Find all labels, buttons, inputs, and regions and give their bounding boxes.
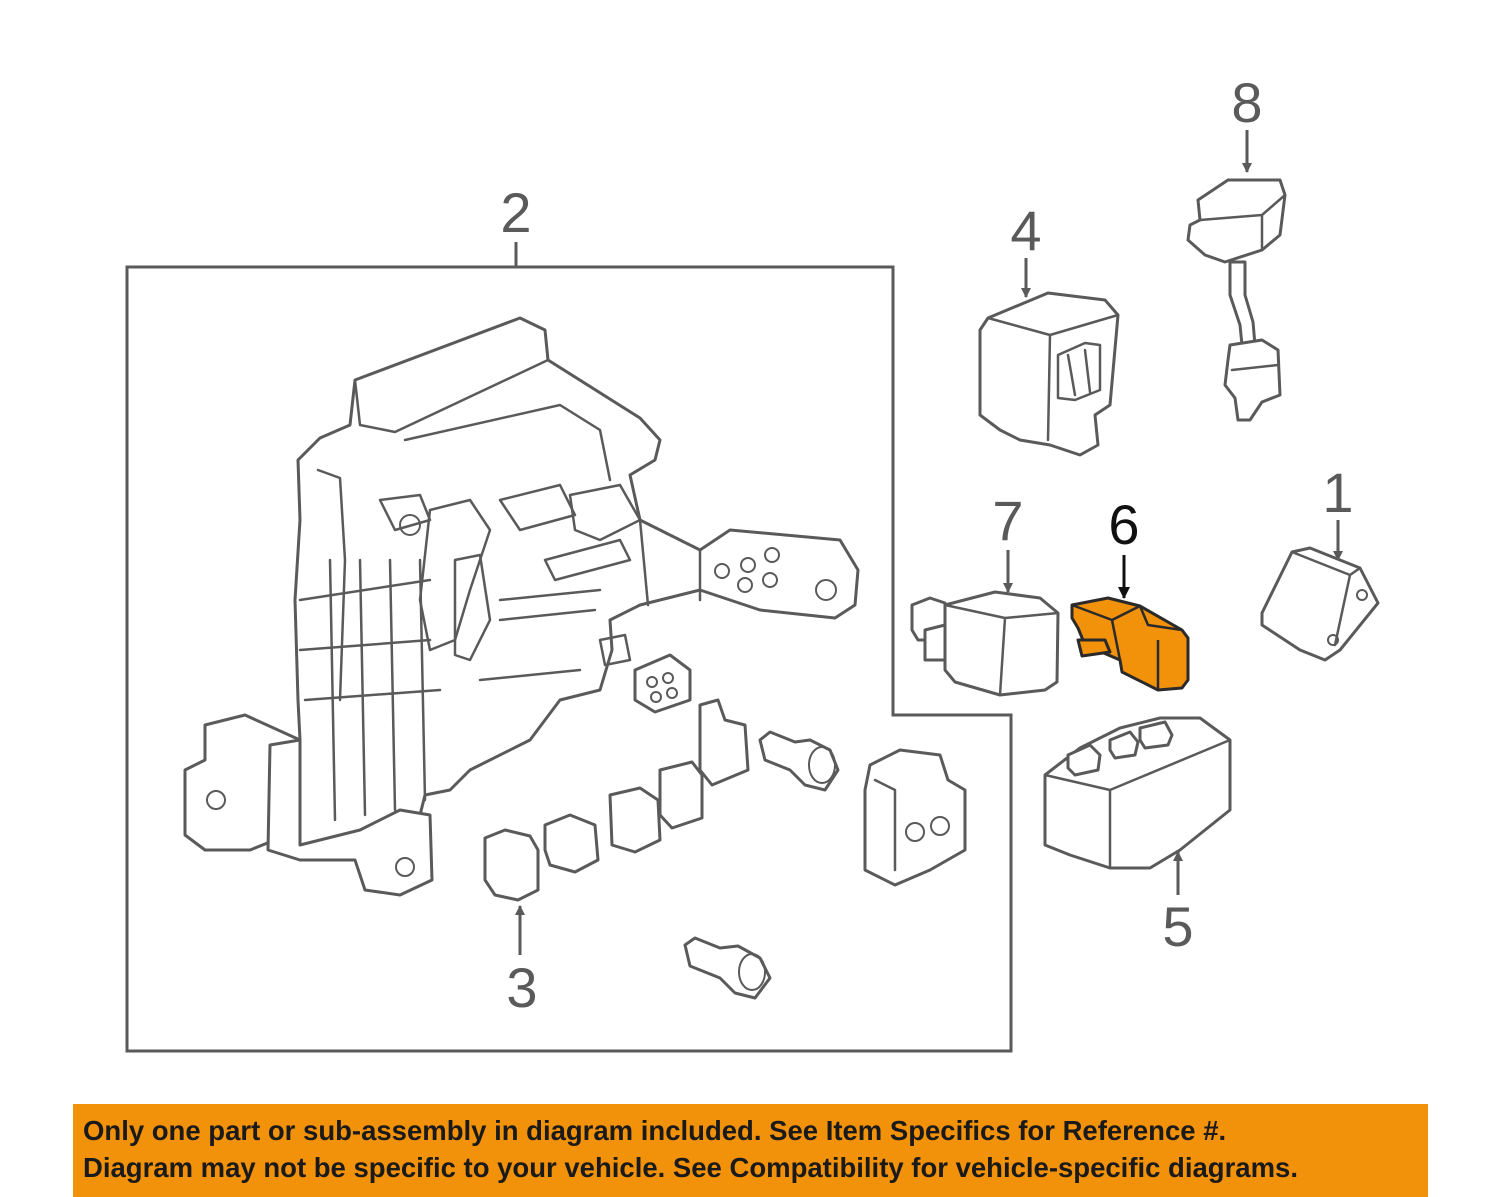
callout-8: 8	[1231, 71, 1263, 173]
fuse-clip-b	[543, 813, 600, 874]
fuse-box-housing	[268, 316, 860, 862]
part-5-fuse-block	[1043, 716, 1232, 870]
terminal-clip-a	[698, 698, 750, 787]
relay-socket-block	[633, 653, 692, 714]
part-7-relay	[910, 590, 1060, 697]
disclaimer-banner: Only one part or sub-assembly in diagram…	[73, 1104, 1428, 1197]
bolt-b	[683, 936, 772, 1000]
callout-5-label: 5	[1162, 895, 1193, 958]
callout-5: 5	[1162, 851, 1194, 958]
fuse-clip-a	[483, 828, 540, 902]
callout-7-label: 7	[992, 489, 1023, 552]
disclaimer-line-2: Diagram may not be specific to your vehi…	[83, 1152, 1298, 1183]
callout-4-label: 4	[1010, 199, 1041, 262]
callout-2-label: 2	[500, 181, 531, 244]
part-8-connector	[1186, 178, 1287, 422]
bolt-a	[758, 730, 840, 792]
housing-bracket-bottom	[266, 738, 434, 897]
callout-1-label: 1	[1322, 461, 1353, 524]
part-6-relay-highlighted	[1070, 596, 1190, 692]
callout-7: 7	[992, 489, 1024, 593]
fuse-clip-c	[608, 786, 662, 854]
callout-2: 2	[500, 181, 532, 267]
callout-3: 3	[506, 905, 538, 1019]
callout-8-label: 8	[1231, 71, 1262, 134]
fuse-clip-d	[658, 760, 704, 830]
connector-block	[863, 748, 967, 887]
part-1-relay	[1260, 546, 1380, 662]
callout-6: 6	[1108, 493, 1140, 599]
callout-3-label: 3	[506, 956, 537, 1019]
callout-4: 4	[1010, 199, 1042, 298]
callout-6-label: 6	[1108, 493, 1139, 556]
assembly-frame	[125, 265, 1013, 1053]
disclaimer-line-1: Only one part or sub-assembly in diagram…	[83, 1115, 1227, 1146]
part-4-relay	[978, 291, 1120, 457]
callout-1: 1	[1322, 461, 1354, 561]
